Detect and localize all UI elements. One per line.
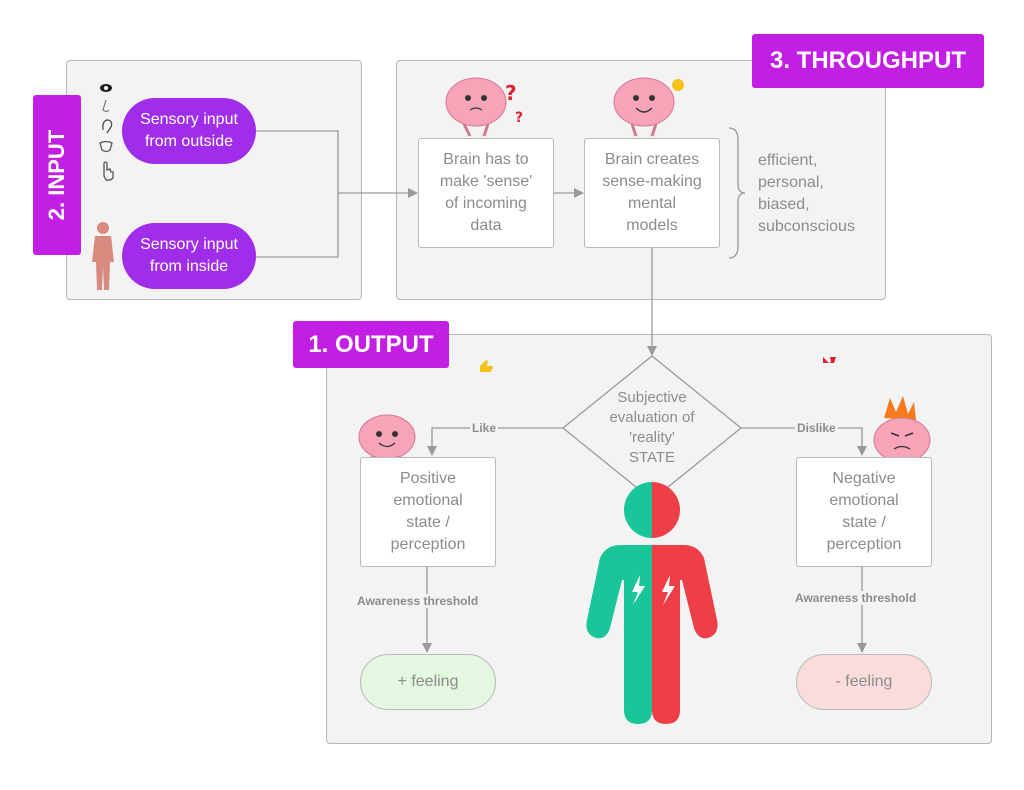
output-tag: 1. OUTPUT	[293, 321, 449, 368]
person-figure	[586, 482, 718, 724]
awareness-threshold-right: Awareness threshold	[793, 591, 919, 605]
body-icon	[92, 222, 114, 290]
hand-icon	[103, 161, 114, 181]
like-label: Like	[470, 421, 499, 435]
nose-icon	[102, 99, 110, 113]
throughput-tag-label: 3. THROUGHPUT	[769, 47, 966, 74]
eye-icon	[100, 84, 112, 92]
positive-state-box: Positive emotional state / perception	[360, 457, 496, 567]
dislike-label: Dislike	[795, 421, 838, 435]
sense-box: Brain has to make 'sense' of incoming da…	[418, 138, 554, 248]
traits-bracket	[728, 127, 746, 259]
models-box: Brain creates sense-making mental models	[584, 138, 720, 248]
arrow-like	[427, 427, 563, 456]
svg-text:?: ?	[515, 110, 523, 126]
traits-text: efficient, personal, biased, subconsciou…	[758, 152, 855, 235]
angry-brain-icon	[873, 396, 931, 469]
input-tag-label: 2. INPUT	[44, 129, 69, 221]
thumbs-down-icon	[823, 357, 836, 363]
line-outside-to-merge	[256, 130, 339, 193]
tongue-icon	[99, 140, 113, 153]
minus-feeling-pill: - feeling	[796, 654, 932, 710]
awareness-threshold-left: Awareness threshold	[355, 594, 481, 608]
idea-brain-icon	[613, 77, 684, 137]
line-inside-to-merge	[256, 193, 339, 258]
svg-text:?: ?	[505, 81, 517, 105]
input-tag: 2. INPUT	[33, 95, 81, 255]
ear-icon	[102, 119, 113, 134]
output-tag-label: 1. OUTPUT	[308, 330, 434, 358]
thumbs-up-icon	[480, 360, 493, 372]
sensory-input-inside: Sensory input from inside	[122, 223, 256, 289]
sensory-input-outside: Sensory input from outside	[122, 98, 256, 164]
arrow-dislike	[741, 427, 867, 456]
throughput-tag: 3. THROUGHPUT	[752, 34, 984, 88]
plus-feeling-pill: + feeling	[360, 654, 496, 710]
confused-brain-icon: ? ?	[445, 77, 523, 137]
evaluation-text: Subjective evaluation of 'reality' STATE	[609, 389, 695, 466]
negative-state-box: Negative emotional state / perception	[796, 457, 932, 567]
